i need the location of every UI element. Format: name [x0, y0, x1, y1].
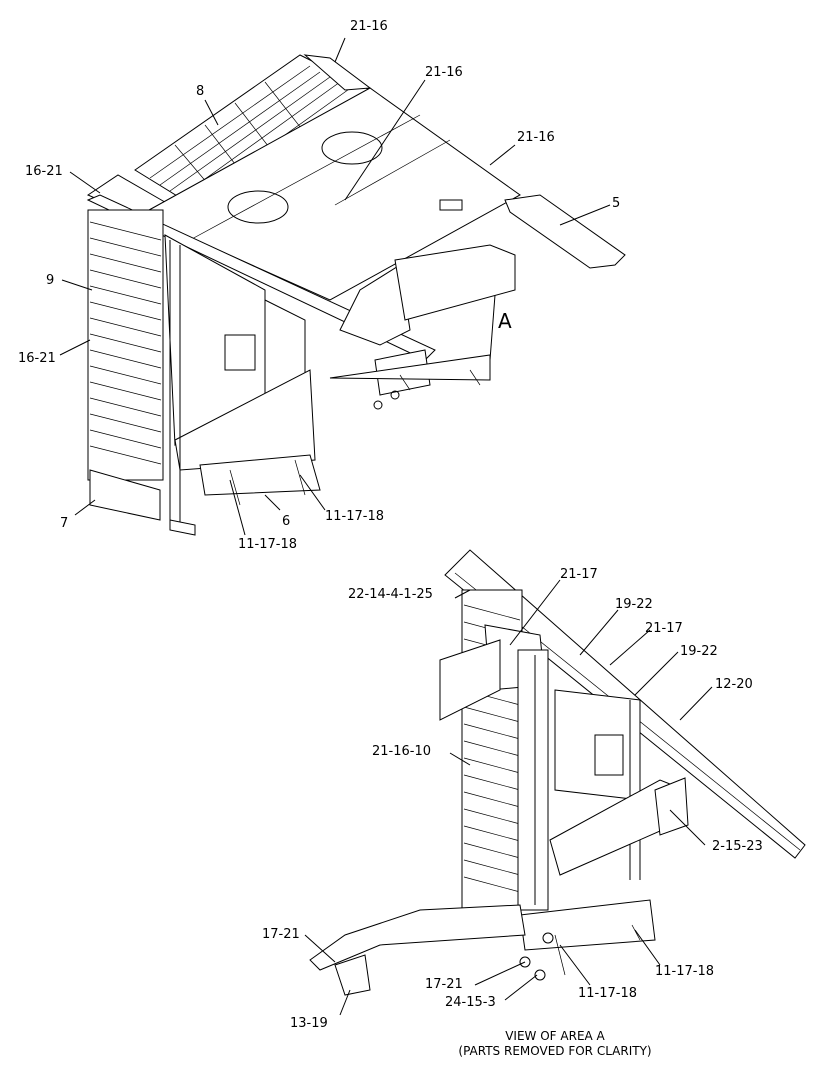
callout-16-21-upper: 16-21: [25, 164, 63, 179]
callout-19-22-lower: 19-22: [680, 644, 718, 659]
callout-16-21-lower: 16-21: [18, 351, 56, 366]
callout-11-17-18-left: 11-17-18: [238, 537, 297, 552]
callout-8: 8: [196, 84, 204, 99]
callout-17-21-left: 17-21: [262, 927, 300, 942]
detail-callouts: 22-14-4-1-25 21-17 19-22 21-17 19-22 12-…: [262, 567, 763, 1031]
callout-21-16-right: 21-16: [517, 130, 555, 145]
callout-21-16-10: 21-16-10: [372, 744, 431, 759]
callout-21-17-lower: 21-17: [645, 621, 683, 636]
top-assembly-drawing: [86, 54, 626, 536]
caption-parts-removed: (PARTS REMOVED FOR CLARITY): [458, 1044, 651, 1058]
callout-11-17-18-right: 11-17-18: [325, 509, 384, 524]
callout-17-21-center: 17-21: [425, 977, 463, 992]
callout-21-16-top: 21-16: [350, 19, 388, 34]
callout-11-17-18-right-detail: 11-17-18: [655, 964, 714, 979]
callout-area-a: A: [498, 309, 512, 333]
callout-22-14-4-1-25: 22-14-4-1-25: [348, 587, 433, 602]
callout-21-17-upper: 21-17: [560, 567, 598, 582]
callout-12-20: 12-20: [715, 677, 753, 692]
callout-13-19: 13-19: [290, 1016, 328, 1031]
top-callouts: 21-16 21-16 21-16 8 5 16-21 9 16-21 A 7 …: [18, 19, 620, 552]
callout-2-15-23: 2-15-23: [712, 839, 763, 854]
callout-6: 6: [282, 514, 290, 529]
callout-9: 9: [46, 273, 54, 288]
top-leader-lines: [59, 37, 611, 536]
detail-leader-lines: [304, 579, 713, 1016]
callout-19-22-upper: 19-22: [615, 597, 653, 612]
callout-24-15-3: 24-15-3: [445, 995, 496, 1010]
area-a-detail-drawing: [309, 549, 806, 996]
view-caption: VIEW OF AREA A (PARTS REMOVED FOR CLARIT…: [458, 1029, 651, 1058]
callout-21-16-center: 21-16: [425, 65, 463, 80]
callout-7: 7: [60, 516, 68, 531]
caption-view-of-area-a: VIEW OF AREA A: [505, 1029, 605, 1043]
callout-5: 5: [612, 196, 620, 211]
callout-11-17-18-bottom: 11-17-18: [578, 986, 637, 1001]
